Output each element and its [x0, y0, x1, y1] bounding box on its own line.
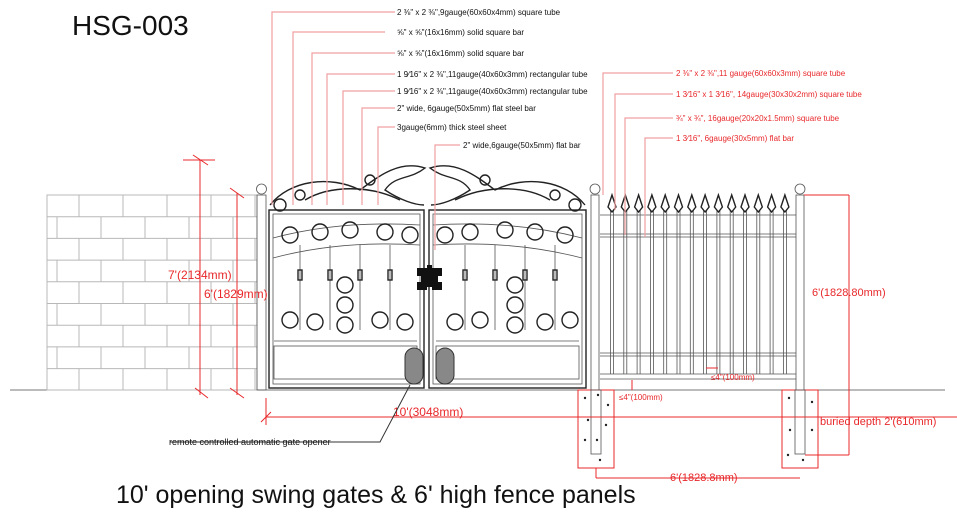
fence-picket: [780, 192, 790, 374]
fence-picket: [687, 192, 697, 374]
dim-gate-height: 6'(1829mm): [204, 287, 268, 301]
dim-fence-height: 6'(1828.80mm): [812, 287, 886, 299]
gate-callout-label: 1 9⁄16" x 2 ⅜",11gauge(40x60x3mm) rectan…: [397, 70, 588, 79]
gate-callout-leaders: [271, 11, 460, 250]
fence-picket: [673, 192, 684, 374]
gate-callout-label: ⅝" x ⅝"(16x16mm) solid square bar: [397, 28, 524, 37]
gate-callout-label: ⅝" x ⅝"(16x16mm) solid square bar: [397, 49, 524, 58]
gate-callout-label: 2" wide,6gauge(50x5mm) flat bar: [463, 141, 581, 150]
opener-label: remote controlled automatic gate opener: [169, 437, 331, 447]
fence-callout-label: 2 ⅜" x 2 ⅜",11 gauge(60x60x3mm) square t…: [676, 69, 846, 78]
gate-opener-right: [435, 347, 455, 385]
fence-picket: [753, 192, 764, 374]
fence-picket: [660, 192, 670, 374]
fence-picket: [700, 192, 710, 374]
fence-picket: [740, 192, 750, 374]
gate-callout-label: 2 ⅜" x 2 ⅜",9gauge(60x60x4mm) square tub…: [397, 8, 561, 17]
gate-latch: [417, 265, 442, 290]
gate-callout-label: 3gauge(6mm) thick steel sheet: [397, 123, 507, 132]
gate-callout-label: 2" wide, 6gauge(50x5mm) flat steel bar: [397, 104, 536, 113]
left-gate-post: [256, 183, 267, 391]
fence-callout-label: 1 3⁄16" x 1 3⁄16", 14gauge(30x30x2mm) sq…: [676, 90, 862, 99]
gate-callout-label: 1 9⁄16" x 2 ⅜",11gauge(40x60x3mm) rectan…: [397, 87, 588, 96]
dim-fence-width: 6'(1828.8mm): [670, 472, 738, 484]
fence-panel: [600, 192, 796, 380]
fence-picket: [607, 192, 617, 374]
fence-callout-label: ¾" x ¾", 16gauge(20x20x1.5mm) square tub…: [676, 114, 840, 123]
dim-opening-width: 10'(3048mm): [393, 405, 463, 419]
fence-picket: [633, 192, 644, 374]
fence-callout-label: 1 3⁄16", 6gauge(30x5mm) flat bar: [676, 134, 794, 143]
dim-post-height: 7'(2134mm): [168, 268, 232, 282]
gate-opener-left: [404, 347, 424, 385]
brick-wall: [46, 194, 258, 391]
dim-bottom-gap: ≤4"(100mm): [619, 393, 663, 402]
drawing-title: HSG-003: [72, 10, 189, 41]
opener-leader: [170, 384, 411, 443]
fence-picket: [647, 192, 657, 374]
fence-post-left: [589, 183, 601, 391]
fence-callout-leaders: [602, 72, 673, 237]
footings: [577, 389, 819, 469]
drawing-caption: 10' opening swing gates & 6' high fence …: [116, 481, 636, 509]
decorative-scrollwork: [281, 221, 579, 334]
fence-picket: [713, 192, 724, 374]
dim-picket-gap: ≤4"(100mm): [711, 373, 755, 382]
dimension-lines: [183, 154, 957, 479]
right-gate-leaf: [428, 209, 587, 389]
gate-crest: [269, 165, 586, 212]
swing-gates: [268, 165, 587, 389]
fence-post-right: [794, 183, 806, 391]
fence-picket: [766, 192, 777, 374]
fence-picket: [726, 192, 737, 374]
dim-buried-depth: buried depth 2'(610mm): [820, 416, 936, 428]
